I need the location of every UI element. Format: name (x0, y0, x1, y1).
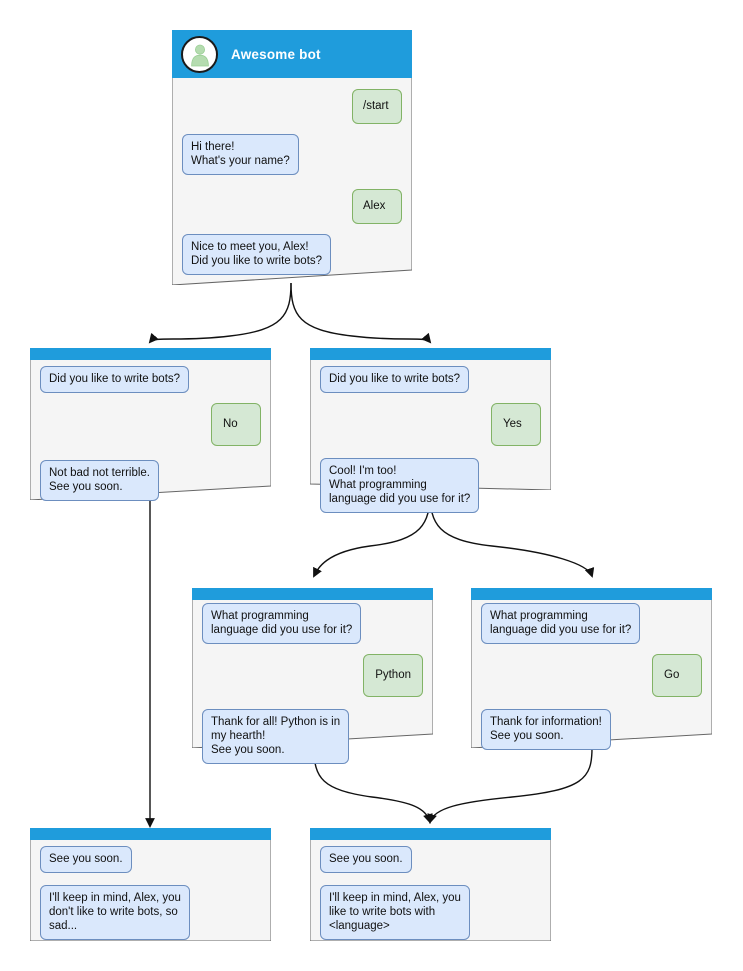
end-sad-card-body: See you soon. I'll keep in mind, Alex, y… (30, 840, 271, 940)
end-sad-card-header (30, 828, 271, 840)
end-happy-card[interactable]: See you soon. I'll keep in mind, Alex, y… (310, 828, 551, 941)
message-row: See you soon. (320, 846, 541, 873)
yes-branch-card[interactable]: Did you like to write bots? Yes Cool! I'… (310, 348, 551, 513)
edge-root-to-yes (290, 282, 432, 344)
message-row: No (40, 403, 261, 446)
no-branch-card[interactable]: Did you like to write bots? No Not bad n… (30, 348, 271, 501)
user-bubble[interactable]: Alex (352, 189, 402, 224)
user-bubble[interactable]: No (211, 403, 261, 446)
user-bubble[interactable]: Python (363, 654, 423, 697)
root-card[interactable]: Awesome bot /start Hi there! What's your… (172, 30, 412, 285)
bot-title: Awesome bot (231, 46, 321, 62)
bot-bubble[interactable]: I'll keep in mind, Alex, you don't like … (40, 885, 190, 940)
bot-bubble[interactable]: See you soon. (320, 846, 412, 873)
python-branch-card-body: What programming language did you use fo… (192, 600, 433, 764)
bot-bubble[interactable]: Did you like to write bots? (320, 366, 470, 393)
message-row: /start (182, 89, 402, 124)
message-row: Python (202, 654, 423, 697)
bot-bubble[interactable]: Thank for information! See you soon. (481, 709, 611, 750)
message-row: Cool! I'm too! What programming language… (320, 458, 541, 513)
end-happy-card-body: See you soon. I'll keep in mind, Alex, y… (310, 840, 551, 940)
message-row: Thank for information! See you soon. (481, 709, 702, 750)
root-card-body: /start Hi there! What's your name? Alex … (172, 78, 412, 275)
message-row: Alex (182, 189, 402, 224)
yes-branch-card-header (310, 348, 551, 360)
bot-bubble[interactable]: See you soon. (40, 846, 132, 873)
bot-bubble[interactable]: Thank for all! Python is in my hearth! S… (202, 709, 350, 764)
python-branch-card[interactable]: What programming language did you use fo… (192, 588, 433, 764)
bot-bubble[interactable]: Nice to meet you, Alex! Did you like to … (182, 234, 332, 275)
end-sad-card[interactable]: See you soon. I'll keep in mind, Alex, y… (30, 828, 271, 941)
no-branch-card-body: Did you like to write bots? No Not bad n… (30, 360, 271, 501)
message-row: What programming language did you use fo… (202, 603, 423, 644)
message-row: I'll keep in mind, Alex, you don't like … (40, 885, 261, 940)
message-row: See you soon. (40, 846, 261, 873)
yes-branch-card-body: Did you like to write bots? Yes Cool! I'… (310, 360, 551, 513)
user-bubble[interactable]: Go (652, 654, 702, 697)
person-avatar-icon (181, 35, 218, 73)
bot-bubble[interactable]: Did you like to write bots? (40, 366, 190, 393)
message-row: Hi there! What's your name? (182, 134, 402, 175)
go-branch-card[interactable]: What programming language did you use fo… (471, 588, 712, 750)
edge-root-to-no (148, 282, 292, 344)
message-row: Nice to meet you, Alex! Did you like to … (182, 234, 402, 275)
no-branch-card-header (30, 348, 271, 360)
root-card-header: Awesome bot (172, 30, 412, 78)
bot-bubble[interactable]: Hi there! What's your name? (182, 134, 299, 175)
user-bubble[interactable]: Yes (491, 403, 541, 446)
message-row: What programming language did you use fo… (481, 603, 702, 644)
message-row: Go (481, 654, 702, 697)
message-row: Did you like to write bots? (320, 366, 541, 393)
bot-bubble[interactable]: Cool! I'm too! What programming language… (320, 458, 480, 513)
go-branch-card-header (471, 588, 712, 600)
message-row: Yes (320, 403, 541, 446)
bot-bubble[interactable]: Not bad not terrible. See you soon. (40, 460, 160, 501)
end-happy-card-header (310, 828, 551, 840)
bot-bubble[interactable]: What programming language did you use fo… (202, 603, 362, 644)
go-branch-card-body: What programming language did you use fo… (471, 600, 712, 750)
python-branch-card-header (192, 588, 433, 600)
message-row: Not bad not terrible. See you soon. (40, 460, 261, 501)
user-bubble[interactable]: /start (352, 89, 402, 124)
message-row: Thank for all! Python is in my hearth! S… (202, 709, 423, 764)
message-row: Did you like to write bots? (40, 366, 261, 393)
bot-bubble[interactable]: What programming language did you use fo… (481, 603, 641, 644)
message-row: I'll keep in mind, Alex, you like to wri… (320, 885, 541, 940)
bot-bubble[interactable]: I'll keep in mind, Alex, you like to wri… (320, 885, 470, 940)
